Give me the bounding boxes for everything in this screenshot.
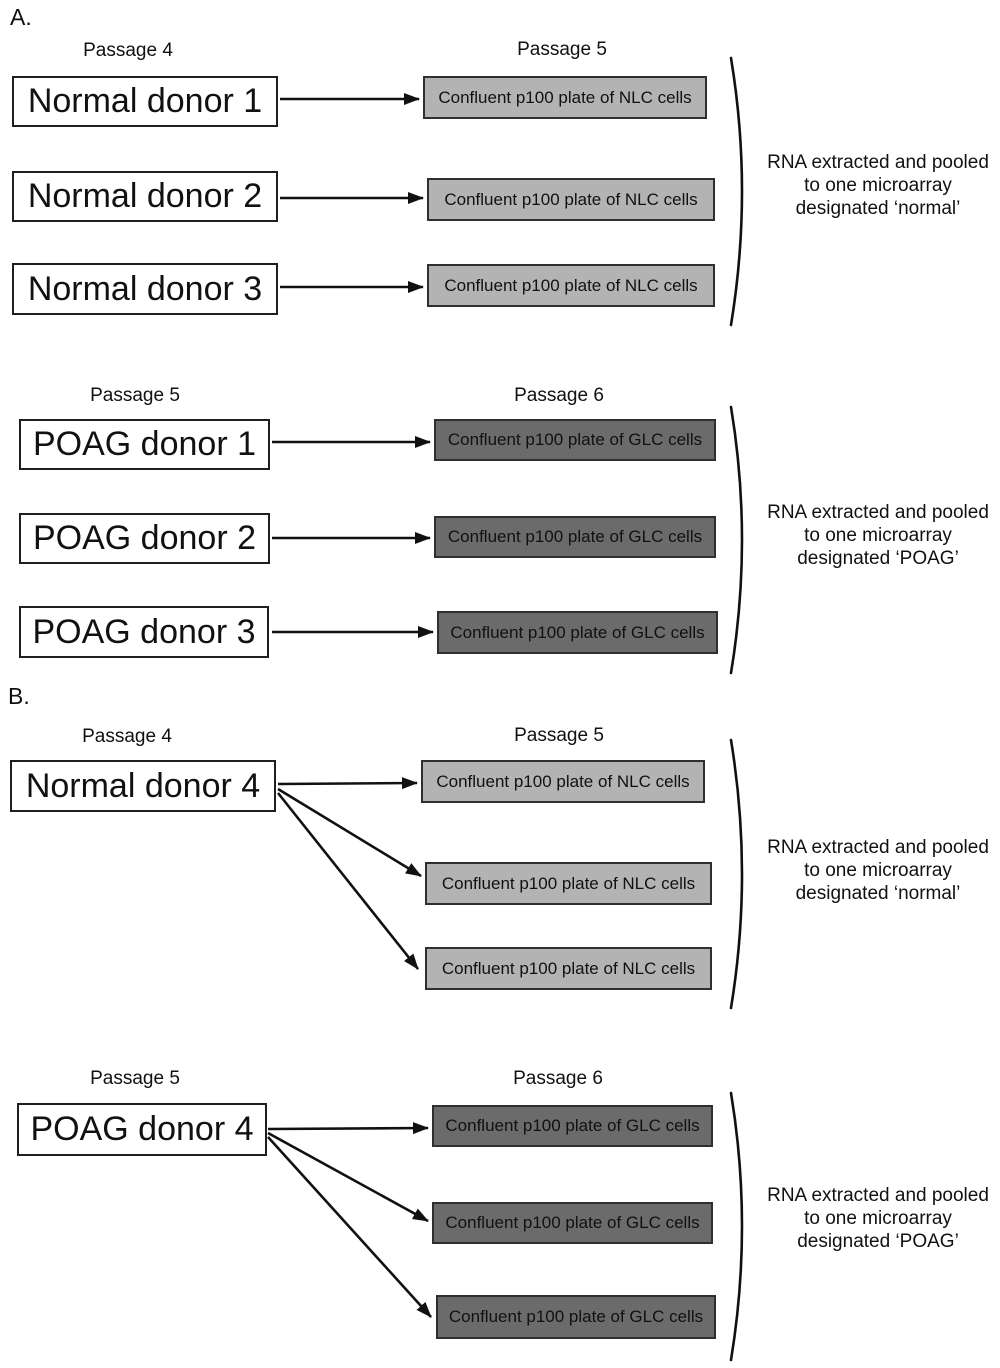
passage-header-plate: Passage 5 (517, 39, 607, 60)
flow-arrow (277, 787, 422, 878)
donor-box: Normal donor 1 (12, 76, 278, 127)
passage-header-plate: Passage 6 (514, 385, 604, 406)
plate-box-nlc: Confluent p100 plate of NLC cells (425, 862, 712, 905)
flow-arrow (277, 777, 418, 790)
panel-b-label: B. (8, 683, 30, 709)
pooling-bracket (729, 405, 744, 675)
donor-box: Normal donor 3 (12, 263, 278, 315)
plate-box-nlc: Confluent p100 plate of NLC cells (423, 76, 707, 119)
flow-arrow (267, 1136, 432, 1318)
donor-box: Normal donor 2 (12, 171, 278, 222)
flow-arrow (276, 792, 420, 970)
passage-header-donor: Passage 4 (83, 40, 173, 61)
plate-box-glc: Confluent p100 plate of GLC cells (436, 1295, 716, 1339)
passage-header-plate: Passage 5 (514, 725, 604, 746)
donor-box: POAG donor 1 (19, 419, 270, 470)
pooling-bracket (729, 56, 744, 327)
donor-box: POAG donor 4 (17, 1103, 267, 1156)
plate-box-glc: Confluent p100 plate of GLC cells (434, 419, 716, 461)
flow-arrow (267, 1122, 429, 1135)
plate-box-glc: Confluent p100 plate of GLC cells (432, 1105, 713, 1147)
donor-box: Normal donor 4 (10, 760, 276, 812)
plate-box-glc: Confluent p100 plate of GLC cells (432, 1202, 713, 1244)
plate-box-glc: Confluent p100 plate of GLC cells (434, 516, 716, 558)
pooling-note: RNA extracted and pooled to one microarr… (767, 152, 989, 219)
pooling-note: RNA extracted and pooled to one microarr… (767, 837, 989, 904)
pooling-bracket (729, 1091, 744, 1362)
plate-box-nlc: Confluent p100 plate of NLC cells (427, 264, 715, 307)
passage-header-donor: Passage 5 (90, 385, 180, 406)
donor-box: POAG donor 2 (19, 513, 270, 564)
plate-box-nlc: Confluent p100 plate of NLC cells (421, 760, 705, 803)
donor-box: POAG donor 3 (19, 606, 269, 658)
panel-a-label: A. (10, 4, 32, 30)
plate-box-glc: Confluent p100 plate of GLC cells (437, 611, 718, 654)
flow-arrow (267, 1131, 429, 1223)
passage-header-donor: Passage 5 (90, 1068, 180, 1089)
passage-header-plate: Passage 6 (513, 1068, 603, 1089)
plate-box-nlc: Confluent p100 plate of NLC cells (427, 178, 715, 221)
pooling-note: RNA extracted and pooled to one microarr… (767, 502, 989, 569)
pooling-note: RNA extracted and pooled to one microarr… (767, 1185, 989, 1252)
passage-header-donor: Passage 4 (82, 726, 172, 747)
pooling-bracket (729, 738, 744, 1010)
plate-box-nlc: Confluent p100 plate of NLC cells (425, 947, 712, 990)
